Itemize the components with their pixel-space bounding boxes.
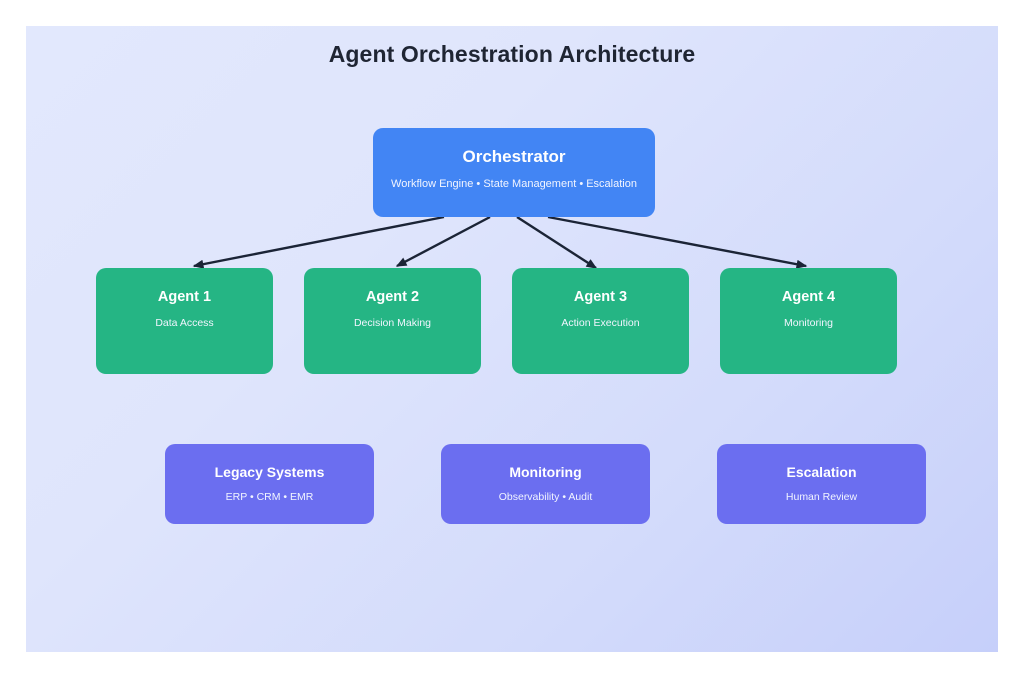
node-agent-2[interactable]: Agent 2 Decision Making (304, 268, 481, 374)
edge-orchestrator-to-agent-2 (395, 215, 491, 268)
node-agent-4-title: Agent 4 (781, 289, 836, 305)
node-monitoring-title: Monitoring (509, 464, 582, 480)
node-escalation[interactable]: Escalation Human Review (717, 444, 926, 524)
node-agent-1[interactable]: Agent 1 Data Access (96, 268, 273, 374)
node-agent-2-subtitle: Decision Making (353, 316, 432, 329)
node-agent-3[interactable]: Agent 3 Action Execution (512, 268, 689, 374)
node-agent-3-subtitle: Action Execution (561, 316, 640, 329)
node-orchestrator[interactable]: Orchestrator Workflow Engine • State Man… (373, 128, 655, 217)
node-escalation-subtitle: Human Review (785, 491, 858, 504)
node-legacy-systems-title: Legacy Systems (214, 464, 325, 480)
edge-orchestrator-to-agent-4 (547, 215, 808, 269)
node-agent-1-title: Agent 1 (157, 289, 212, 305)
edge-orchestrator-to-agent-1 (192, 215, 445, 269)
node-legacy-systems[interactable]: Legacy Systems ERP • CRM • EMR (165, 444, 374, 524)
diagram-canvas: Agent Orchestration Architecture Orchest… (26, 26, 998, 652)
node-agent-1-subtitle: Data Access (155, 316, 214, 329)
node-agent-4[interactable]: Agent 4 Monitoring (720, 268, 897, 374)
page-title: Agent Orchestration Architecture (328, 41, 696, 67)
node-monitoring-subtitle: Observability • Audit (498, 491, 593, 504)
node-legacy-systems-subtitle: ERP • CRM • EMR (225, 491, 314, 504)
node-escalation-title: Escalation (786, 464, 857, 480)
node-monitoring[interactable]: Monitoring Observability • Audit (441, 444, 650, 524)
node-orchestrator-title: Orchestrator (462, 147, 566, 166)
node-orchestrator-subtitle: Workflow Engine • State Management • Esc… (391, 177, 637, 190)
node-agent-2-title: Agent 2 (365, 289, 420, 305)
edge-orchestrator-to-agent-3 (516, 215, 598, 270)
node-agent-3-title: Agent 3 (573, 289, 628, 305)
node-agent-4-subtitle: Monitoring (783, 316, 834, 329)
